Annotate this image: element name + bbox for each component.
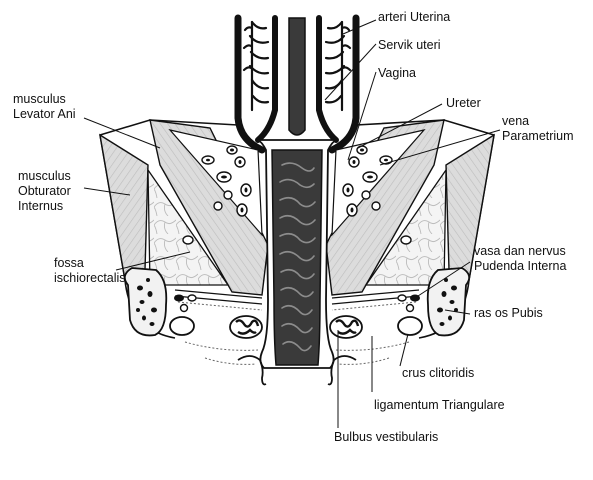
levator-ani-left: [149, 119, 269, 296]
cervical-canal: [288, 17, 306, 136]
uterine-artery-branches-left: [242, 20, 270, 112]
pudendal-vessels-right: [397, 294, 420, 313]
fossa-ischiorectalis-left: [147, 167, 230, 286]
label-bulbus-vestibularis: Bulbus vestibularis: [334, 430, 439, 444]
uterine-wall-left: [234, 14, 278, 154]
ureter-left: [226, 145, 238, 155]
label-vena-parametrium: vena Parametrium: [502, 114, 574, 143]
label-ras-os-pubis: ras os Pubis: [474, 306, 543, 320]
crus-clitoridis-right: [397, 316, 423, 336]
vessel-inner-marks: [206, 158, 388, 213]
uterine-wall-right: [316, 14, 360, 154]
label-crus-clitoridis: crus clitoridis: [402, 366, 475, 380]
vulva-contour: [237, 355, 357, 386]
vaginal-rugae: [279, 162, 316, 352]
label-ureter: Ureter: [446, 96, 481, 110]
os-pubis-left: [123, 267, 168, 337]
ligament-dotted-lines: [177, 301, 417, 365]
pudendal-vessels-left: [174, 294, 197, 313]
label-servik-uteri: Servik uteri: [378, 38, 441, 52]
label-arteri-uterina: arteri Uterina: [378, 10, 451, 24]
label-obturator-internus: musculus Obturator Internus: [18, 169, 71, 213]
fossa-ischiorectalis-right: [364, 167, 447, 286]
label-levator-ani: musculus Levator Ani: [13, 92, 76, 121]
uterine-artery-branches-right: [324, 20, 352, 112]
leader-lines: [83, 19, 501, 428]
label-fossa-ischiorectalis: fossa ischiorectalis: [54, 256, 126, 285]
crus-clitoridis-left: [169, 316, 195, 336]
os-pubis-right: [426, 267, 471, 337]
levator-ani-right: [325, 119, 445, 296]
vaginal-lumen: [271, 149, 323, 366]
bulbus-vestibularis-right: [329, 315, 363, 339]
label-vagina: Vagina: [378, 66, 416, 80]
bulbus-vestibularis-left: [229, 315, 263, 339]
label-vasa-nervus: vasa dan nervus Pudenda Interna: [474, 244, 567, 273]
label-ligamentum-triangulare: ligamentum Triangulare: [374, 398, 505, 412]
